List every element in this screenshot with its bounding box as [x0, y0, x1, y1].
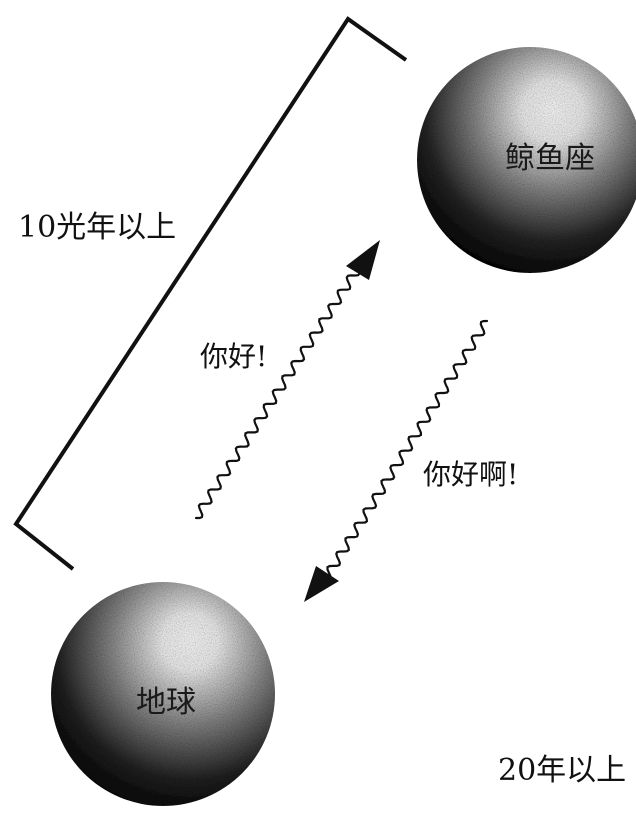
reply-message-label: 你好啊! — [423, 458, 518, 491]
outgoing-signal-wave — [194, 266, 361, 520]
distance-label: 10光年以上 — [18, 210, 176, 245]
outgoing-arrowhead — [346, 240, 380, 280]
cetus-sphere — [417, 47, 636, 273]
reply-arrowhead — [304, 566, 339, 602]
earth-planet: 地球 — [51, 582, 275, 806]
cetus-planet: 鲸鱼座 — [417, 47, 636, 273]
cetus-label: 鲸鱼座 — [505, 141, 595, 176]
round-trip-label: 20年以上 — [498, 753, 626, 788]
outgoing-message-label: 你好! — [200, 340, 267, 373]
earth-sphere — [51, 582, 275, 806]
earth-label: 地球 — [136, 685, 196, 720]
distance-bracket — [13, 16, 408, 571]
reply-signal-wave — [326, 319, 489, 582]
